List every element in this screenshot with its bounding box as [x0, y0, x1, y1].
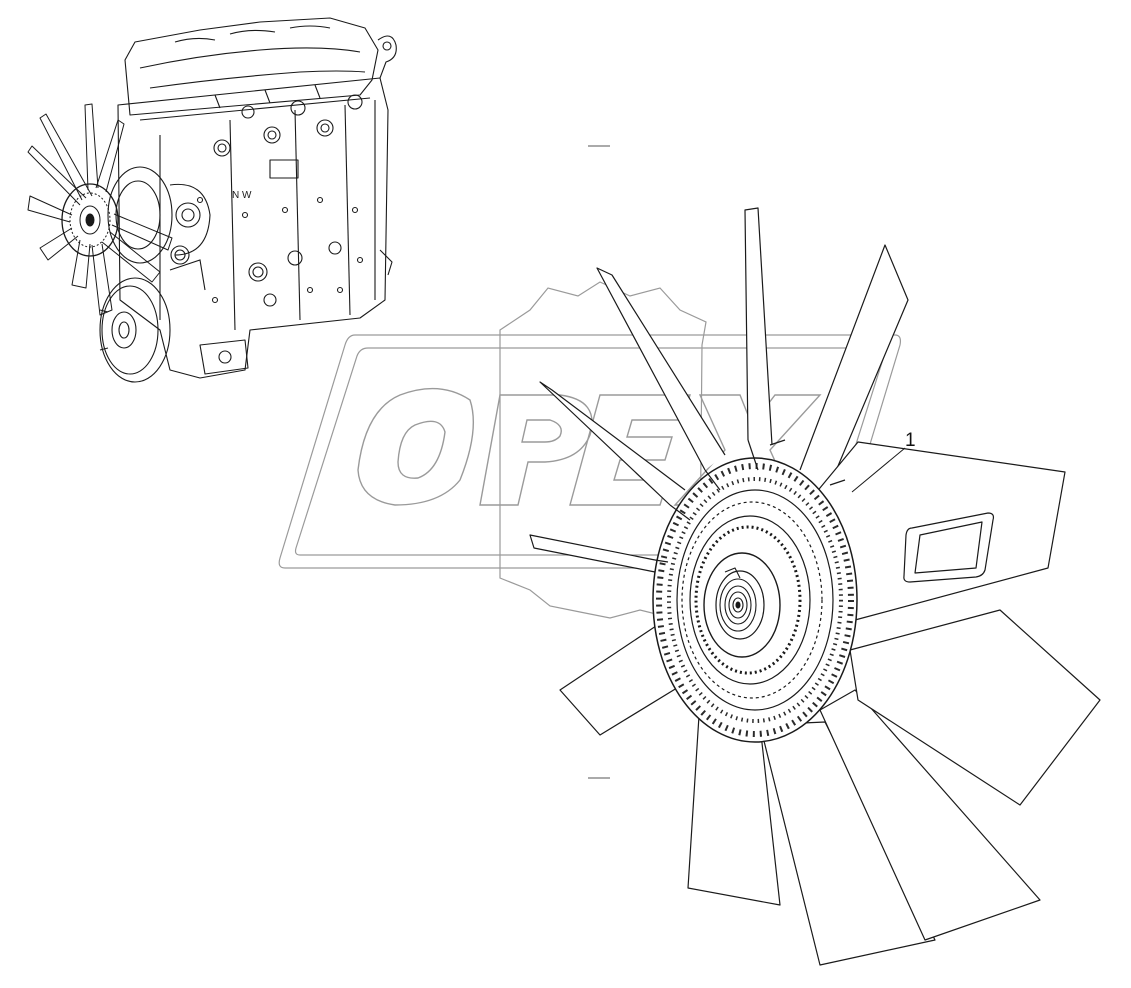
fan-blade-top — [744, 207, 773, 446]
fan-clutch-center — [703, 552, 781, 658]
front-housing — [107, 166, 211, 291]
engine-marking-text: N W — [232, 190, 252, 201]
small-fan-blade — [71, 239, 91, 289]
small-fan-blade — [111, 213, 173, 251]
small-fan-blade — [101, 231, 161, 283]
small-fan-blade — [95, 119, 125, 193]
fan-with-viscous-clutch — [529, 207, 1101, 966]
small-fan-blade — [39, 113, 93, 201]
small-fan-blade — [91, 243, 113, 316]
fan-clutch-fins — [656, 463, 854, 737]
fan-blade-window — [903, 512, 995, 583]
trim-marks — [588, 145, 610, 779]
small-fan-hub — [61, 183, 119, 257]
engine-assembly-illustration: N W — [117, 17, 397, 379]
callout-1: 1 — [851, 430, 916, 493]
engine-block — [117, 77, 389, 379]
bimetal-coil-spring — [719, 567, 757, 632]
engine-lifting-eye — [377, 35, 397, 79]
small-fan-blade — [27, 145, 87, 206]
fan-blade-left — [529, 534, 656, 573]
crankshaft-pulley — [99, 277, 171, 383]
small-fan-blade — [84, 103, 99, 191]
fan-blade-upper-left — [539, 381, 686, 506]
fan-blade-right-lower — [849, 609, 1101, 806]
small-fan-blade — [39, 227, 79, 261]
engine-valve-cover — [124, 17, 379, 116]
fan-blade-top-left — [596, 267, 726, 471]
callout-label: 1 — [905, 430, 916, 451]
fan-blade-top-right — [799, 244, 909, 486]
callout-leader-line — [851, 447, 906, 493]
small-fan-blade — [27, 195, 73, 223]
small-fan-illustration — [27, 103, 173, 316]
fan-blade-bottom-right — [819, 689, 1041, 941]
